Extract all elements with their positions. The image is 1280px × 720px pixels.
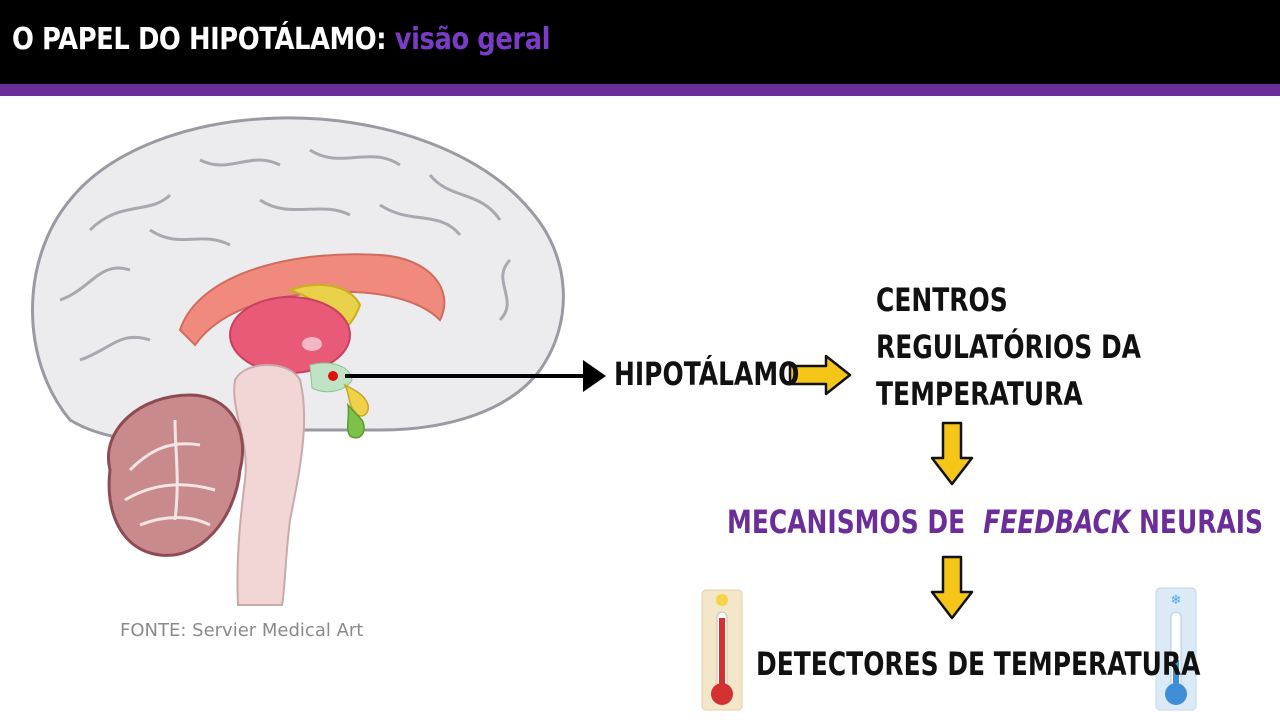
regulatory-centers-label: CENTROS REGULATÓRIOS DA TEMPERATURA xyxy=(876,277,1141,418)
arrow-right-icon xyxy=(788,354,852,396)
thermometer-cold-icon: ❄ xyxy=(1155,587,1197,711)
regulatory-centers-line: REGULATÓRIOS DA xyxy=(876,328,1141,366)
regulatory-centers-line: TEMPERATURA xyxy=(876,375,1083,413)
pointer-arrow xyxy=(345,360,606,392)
source-credit: FONTE: Servier Medical Art xyxy=(120,620,364,641)
arrow-down-icon xyxy=(930,555,974,620)
hypothalamus-marker xyxy=(328,371,338,381)
sun-icon xyxy=(716,594,728,606)
brain-illustration xyxy=(31,116,565,606)
header xyxy=(0,0,1280,84)
title-accent: visão geral xyxy=(394,22,551,57)
arrow-down-icon xyxy=(930,421,974,486)
feedback-label: MECANISMOS DE FEEDBACK NEURAIS xyxy=(727,503,1263,541)
hypothalamus-label: HIPOTÁLAMO xyxy=(614,355,800,393)
detectors-label: DETECTORES DE TEMPERATURA xyxy=(756,645,1201,683)
regulatory-centers-line: CENTROS xyxy=(876,281,1008,319)
title-main: O PAPEL DO HIPOTÁLAMO: xyxy=(12,22,387,57)
feedback-prefix: MECANISMOS DE xyxy=(727,503,966,541)
header-accent-bar xyxy=(0,84,1280,96)
feedback-suffix: NEURAIS xyxy=(1139,503,1264,541)
thermometer-hot-icon xyxy=(701,589,743,711)
page-title: O PAPEL DO HIPOTÁLAMO: visão geral xyxy=(12,22,551,57)
feedback-italic: FEEDBACK xyxy=(983,503,1131,541)
snowflake-icon: ❄ xyxy=(1171,593,1182,608)
